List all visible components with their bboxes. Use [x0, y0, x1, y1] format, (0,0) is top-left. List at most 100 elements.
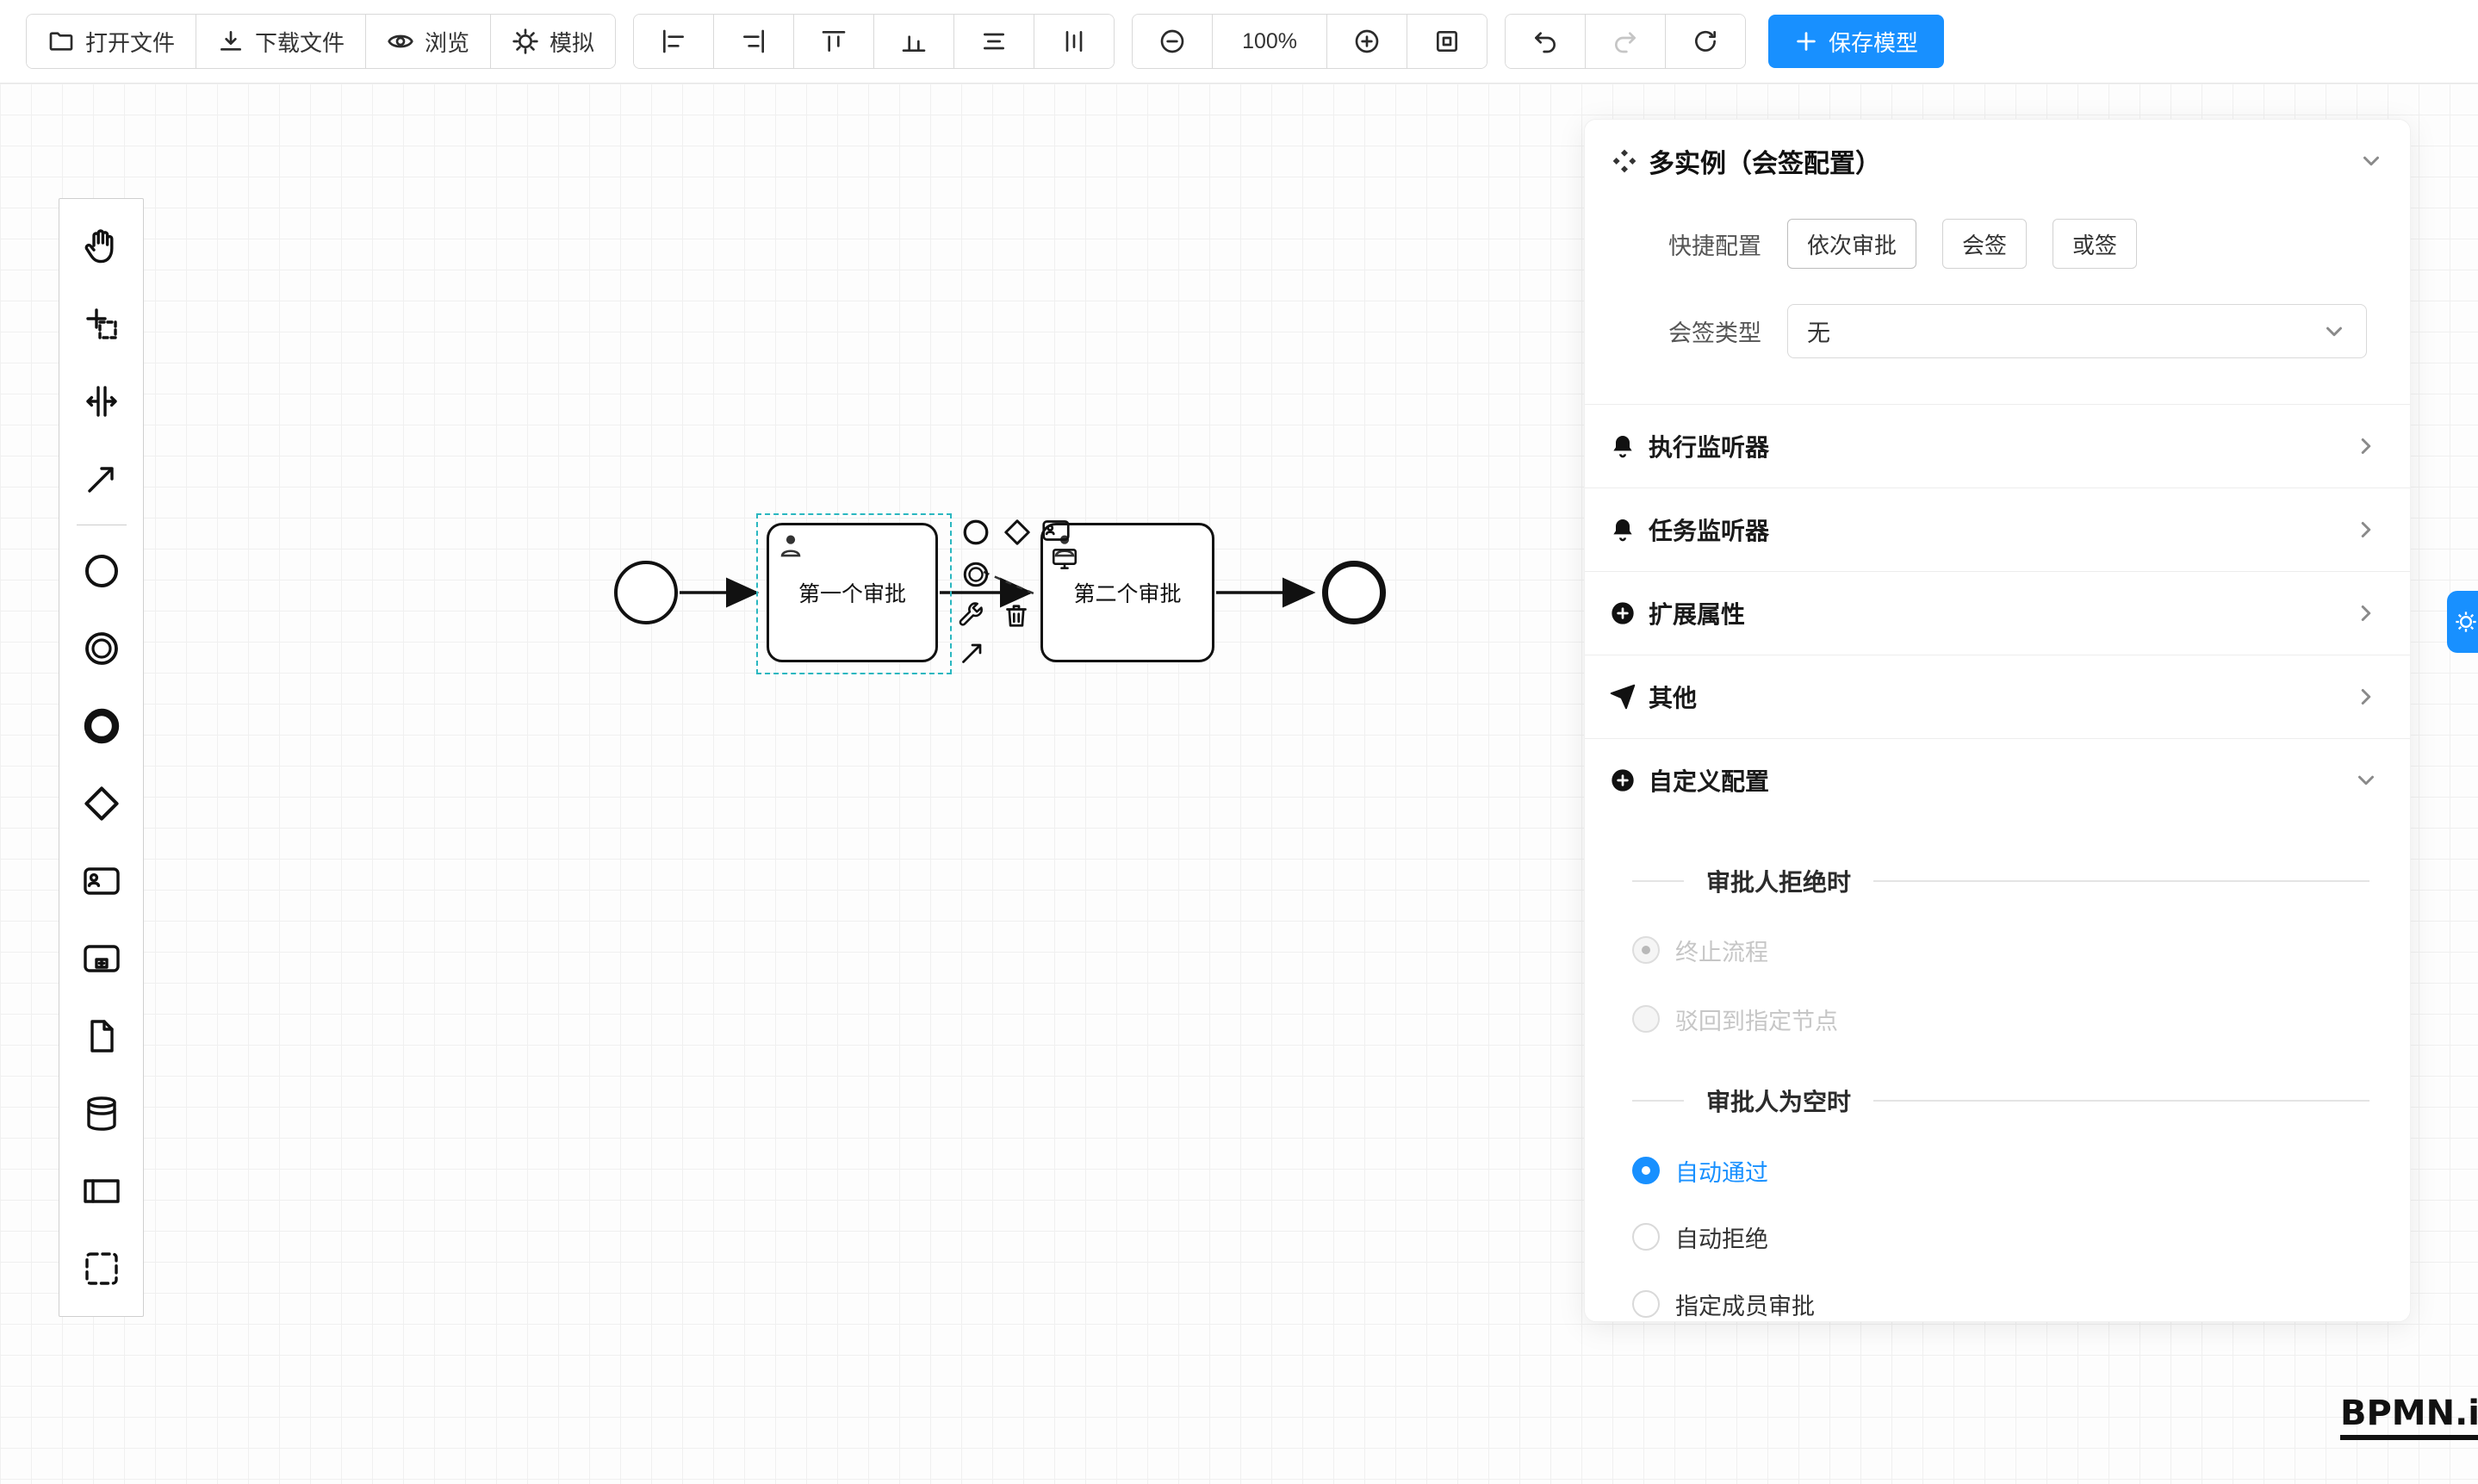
- distribute-vertical-icon: [984, 33, 1005, 50]
- zoom-in-icon: [1355, 29, 1379, 53]
- hand-tool-icon: [84, 229, 113, 264]
- task-node-1[interactable]: 第一个审批: [767, 523, 938, 662]
- end-event-node[interactable]: [1322, 561, 1386, 624]
- section-custom-config[interactable]: 自定义配置: [1585, 738, 2410, 822]
- palette-end-event[interactable]: [59, 687, 143, 765]
- download-file-button[interactable]: 下载文件: [196, 15, 367, 68]
- palette-data-object[interactable]: [59, 997, 143, 1075]
- save-model-button[interactable]: 保存模型: [1768, 15, 1945, 68]
- align-bottom-icon: [902, 35, 926, 52]
- align-group: [633, 14, 1115, 69]
- radio-icon: [1632, 1290, 1660, 1318]
- section-execution-listener[interactable]: 执行监听器: [1585, 404, 2410, 487]
- radio-designated-member[interactable]: 指定成员审批: [1585, 1283, 2410, 1321]
- bpmn-palette: [59, 198, 144, 1317]
- radio-return-to-node[interactable]: 驳回到指定节点: [1585, 998, 2410, 1040]
- chevron-right-icon: [2361, 605, 2371, 621]
- radio-auto-reject[interactable]: 自动拒绝: [1585, 1216, 2410, 1257]
- preview-button[interactable]: 浏览: [366, 15, 492, 68]
- distribute-horizontal-button[interactable]: [1034, 15, 1115, 68]
- connect-arrow-icon[interactable]: [957, 637, 988, 668]
- palette-start-event[interactable]: [59, 532, 143, 610]
- align-top-button[interactable]: [794, 15, 875, 68]
- palette-participant[interactable]: [59, 1152, 143, 1230]
- quick-option-sequential[interactable]: 依次审批: [1787, 219, 1917, 269]
- distribute-vertical-button[interactable]: [954, 15, 1035, 68]
- start-event-node[interactable]: [614, 561, 678, 624]
- user-icon: [780, 535, 801, 557]
- panel-header[interactable]: 多实例（会签配置）: [1585, 120, 2410, 202]
- empty-section-title: 审批人为空时: [1632, 1088, 2369, 1115]
- distribute-horizontal-icon: [1065, 31, 1083, 52]
- palette-space-tool[interactable]: [59, 363, 143, 440]
- palette-intermediate-event[interactable]: [59, 610, 143, 687]
- append-gateway-icon[interactable]: [1002, 517, 1033, 548]
- eye-icon: [388, 34, 413, 48]
- radio-auto-pass[interactable]: 自动通过: [1585, 1150, 2410, 1191]
- chevron-right-icon: [2361, 522, 2371, 537]
- sign-type-select[interactable]: 无: [1787, 304, 2367, 358]
- append-screen-icon[interactable]: [1049, 544, 1080, 574]
- zoom-in-button[interactable]: [1327, 15, 1408, 68]
- folder-icon: [49, 32, 73, 51]
- bell-icon: [1613, 436, 1632, 458]
- gateway-icon: [84, 786, 119, 821]
- wrench-icon[interactable]: [956, 599, 985, 629]
- main-toolbar: 打开文件 下载文件 浏览 模拟 100%: [0, 0, 2478, 84]
- sign-type-row: 会签类型 无: [1585, 304, 2410, 358]
- align-right-button[interactable]: [714, 15, 795, 68]
- palette-gateway[interactable]: [59, 765, 143, 842]
- task-label: 第一个审批: [798, 582, 906, 606]
- plus-circle-icon: [1612, 769, 1634, 792]
- simulate-button[interactable]: 模拟: [491, 15, 616, 68]
- sign-type-label: 会签类型: [1668, 320, 1761, 346]
- quick-option-countersign[interactable]: 会签: [1942, 219, 2028, 269]
- section-task-listener[interactable]: 任务监听器: [1585, 487, 2410, 571]
- palette-subprocess[interactable]: [59, 920, 143, 997]
- settings-tab[interactable]: [2447, 591, 2478, 653]
- participant-icon: [83, 1179, 120, 1203]
- reset-button[interactable]: [1666, 15, 1746, 68]
- redo-button[interactable]: [1586, 15, 1667, 68]
- palette-group[interactable]: [59, 1230, 143, 1307]
- zoom-out-button[interactable]: [1133, 15, 1214, 68]
- palette-data-store[interactable]: [59, 1075, 143, 1152]
- quick-option-orsign[interactable]: 或签: [2053, 219, 2138, 269]
- undo-button[interactable]: [1506, 15, 1587, 68]
- quick-config-label: 快捷配置: [1668, 233, 1761, 259]
- align-right-icon: [743, 29, 765, 53]
- plus-circle-icon: [1612, 602, 1634, 624]
- chevron-down-icon: [2326, 326, 2342, 336]
- radio-icon: [1632, 1223, 1660, 1251]
- fit-viewport-icon: [1437, 31, 1458, 52]
- align-bottom-button[interactable]: [874, 15, 955, 68]
- chevron-down-icon: [2358, 775, 2374, 785]
- intermediate-event-icon: [84, 632, 118, 665]
- panel-sections: 执行监听器 任务监听器 扩展属性 其他 自定义配置: [1585, 404, 2410, 822]
- group-icon: [84, 1252, 118, 1285]
- subprocess-icon: [83, 945, 120, 972]
- append-task-icon[interactable]: [1039, 515, 1073, 546]
- append-intermediate-event-icon[interactable]: [960, 559, 991, 590]
- space-tool-icon: [85, 386, 117, 417]
- align-left-icon: [663, 29, 685, 53]
- bpmn-io-logo[interactable]: BPMN.iO: [2340, 1394, 2478, 1440]
- open-file-button[interactable]: 打开文件: [27, 15, 197, 68]
- palette-user-task[interactable]: [59, 842, 143, 920]
- connect-tool-icon: [87, 467, 114, 493]
- task-node-2[interactable]: 第二个审批: [1040, 523, 1214, 662]
- bell-icon: [1613, 519, 1632, 542]
- palette-hand-tool[interactable]: [59, 208, 143, 285]
- append-event-icon[interactable]: [960, 517, 991, 548]
- trash-icon[interactable]: [1001, 599, 1032, 632]
- palette-lasso-tool[interactable]: [59, 285, 143, 363]
- plus-icon: [1797, 32, 1816, 51]
- chevron-down-icon[interactable]: [2358, 148, 2384, 174]
- section-other[interactable]: 其他: [1585, 655, 2410, 738]
- palette-connect-tool[interactable]: [59, 440, 143, 518]
- radio-terminate-process[interactable]: 终止流程: [1585, 929, 2410, 971]
- sign-type-value: 无: [1807, 320, 1830, 346]
- zoom-fit-button[interactable]: [1407, 15, 1487, 68]
- section-extended-properties[interactable]: 扩展属性: [1585, 571, 2410, 655]
- align-left-button[interactable]: [634, 15, 715, 68]
